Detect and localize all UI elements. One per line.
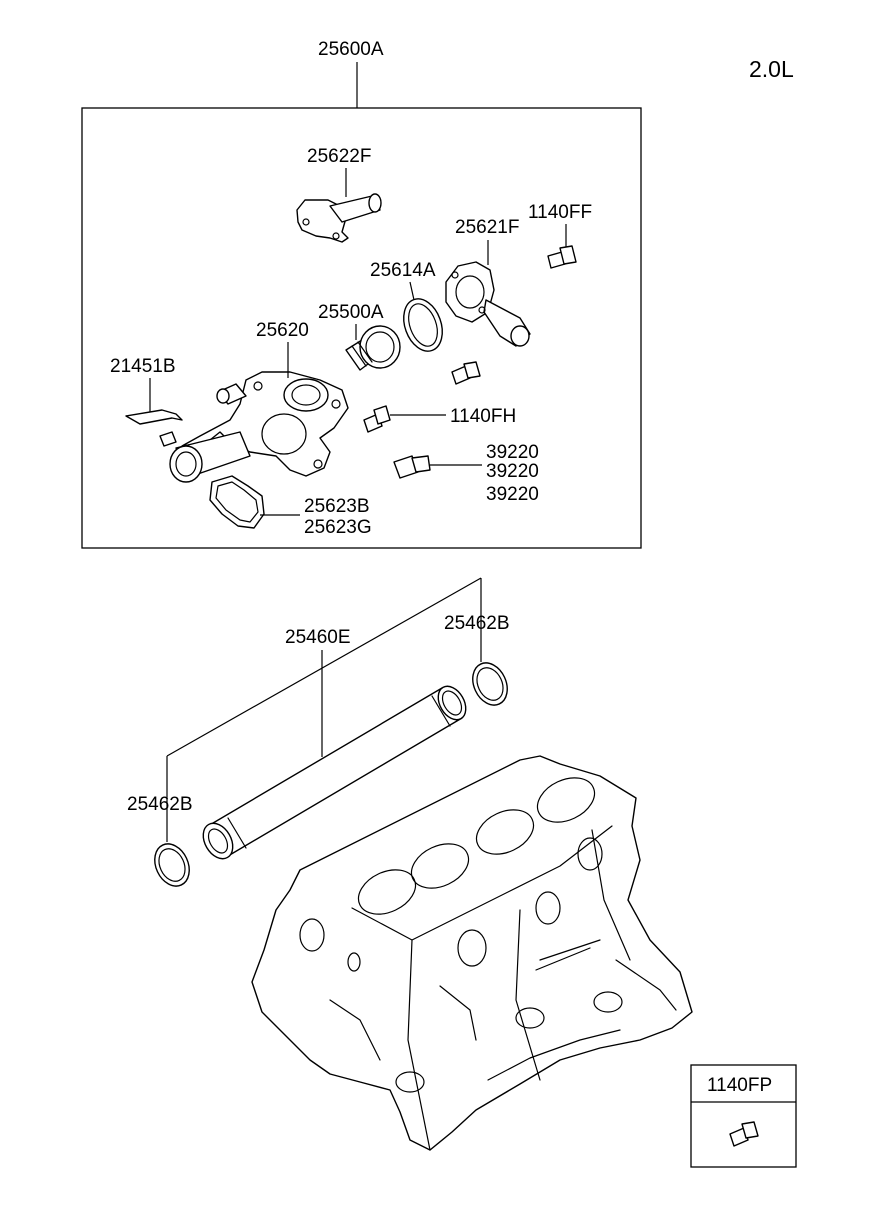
label-oring-left: 25462B <box>127 794 193 815</box>
label-bolt-mid: 1140FH <box>450 406 516 427</box>
label-oring-right: 25462B <box>444 613 510 634</box>
label-assembly: 25600A <box>318 39 384 60</box>
engine-label: 2.0L <box>749 56 794 82</box>
label-water-pipe: 25460E <box>285 627 351 648</box>
inset-box <box>690 1064 797 1168</box>
oring-right-part <box>472 662 508 706</box>
label-housing-gasket-2: 25623G <box>304 517 372 538</box>
label-bolt-top-right: 1140FF <box>528 202 592 223</box>
label-sensor-2: 39220 <box>486 461 539 482</box>
label-thermostat-housing: 25621F <box>455 217 519 238</box>
clip-part <box>125 409 183 425</box>
leader-thermostat-gasket <box>409 281 415 301</box>
inset-bolt-part <box>729 1121 759 1147</box>
sensor-part <box>393 455 431 479</box>
label-housing-gasket-1: 25623B <box>304 496 370 517</box>
cylinder-block-part <box>251 755 693 1151</box>
thermostat-housing-part <box>445 261 531 347</box>
water-inlet-housing-part <box>159 371 349 483</box>
housing-gasket-part <box>209 475 265 529</box>
assembly-box <box>81 107 642 549</box>
label-sensor-3: 39220 <box>486 484 539 505</box>
label-water-outlet-fitting: 25622F <box>307 146 371 167</box>
label-thermostat-gasket: 25614A <box>370 260 436 281</box>
thermostat-part <box>345 325 401 371</box>
label-thermostat: 25500A <box>318 302 384 323</box>
bolt-mid-part <box>363 405 391 433</box>
water-pipe-part <box>202 685 467 860</box>
oring-left-part <box>154 843 190 887</box>
thermostat-gasket-part <box>403 298 443 352</box>
pipe-group-leader <box>166 577 482 842</box>
small-bolt-part <box>451 361 481 385</box>
label-water-inlet-housing: 25620 <box>256 320 309 341</box>
label-clip: 21451B <box>110 356 176 377</box>
label-inset-bolt: 1140FP <box>707 1075 772 1096</box>
label-sensor-1: 39220 <box>486 442 539 463</box>
water-outlet-fitting-part <box>296 193 382 243</box>
bolt-top-right-part <box>547 245 577 269</box>
